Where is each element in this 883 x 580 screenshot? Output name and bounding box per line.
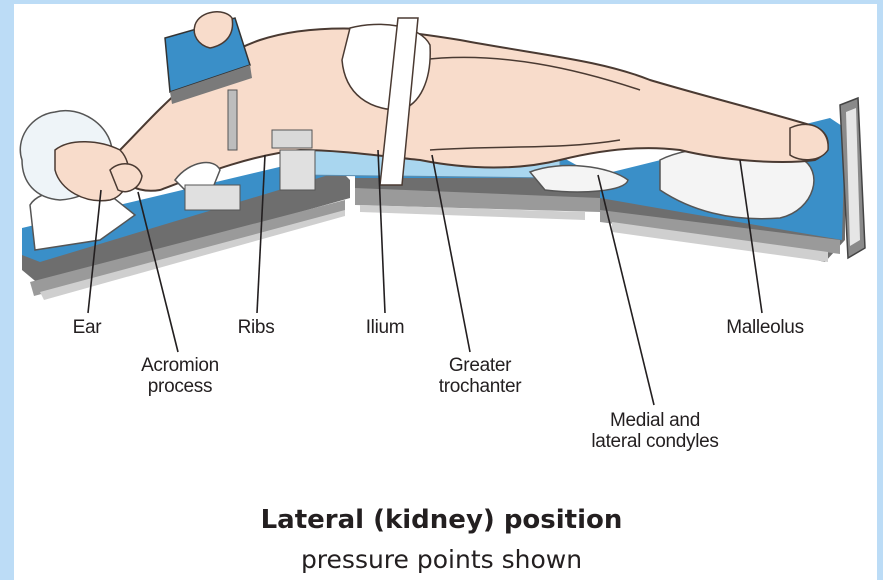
label-greater-line1: Greater bbox=[415, 355, 545, 376]
label-acromion-process: Acromion process bbox=[120, 355, 240, 397]
label-greater-trochanter: Greater trochanter bbox=[415, 355, 545, 397]
label-condyles: Medial and lateral condyles bbox=[575, 410, 735, 452]
label-malleolus: Malleolus bbox=[715, 317, 815, 338]
label-ilium: Ilium bbox=[355, 317, 415, 338]
label-acromion-line2: process bbox=[120, 376, 240, 397]
label-greater-line2: trochanter bbox=[415, 376, 545, 397]
label-condyles-line2: lateral condyles bbox=[575, 431, 735, 452]
label-condyles-line1: Medial and bbox=[575, 410, 735, 431]
label-ear: Ear bbox=[62, 317, 112, 338]
caption-subtitle: pressure points shown bbox=[0, 545, 883, 574]
label-acromion-line1: Acromion bbox=[120, 355, 240, 376]
label-ribs: Ribs bbox=[226, 317, 286, 338]
caption-title: Lateral (kidney) position bbox=[0, 505, 883, 535]
